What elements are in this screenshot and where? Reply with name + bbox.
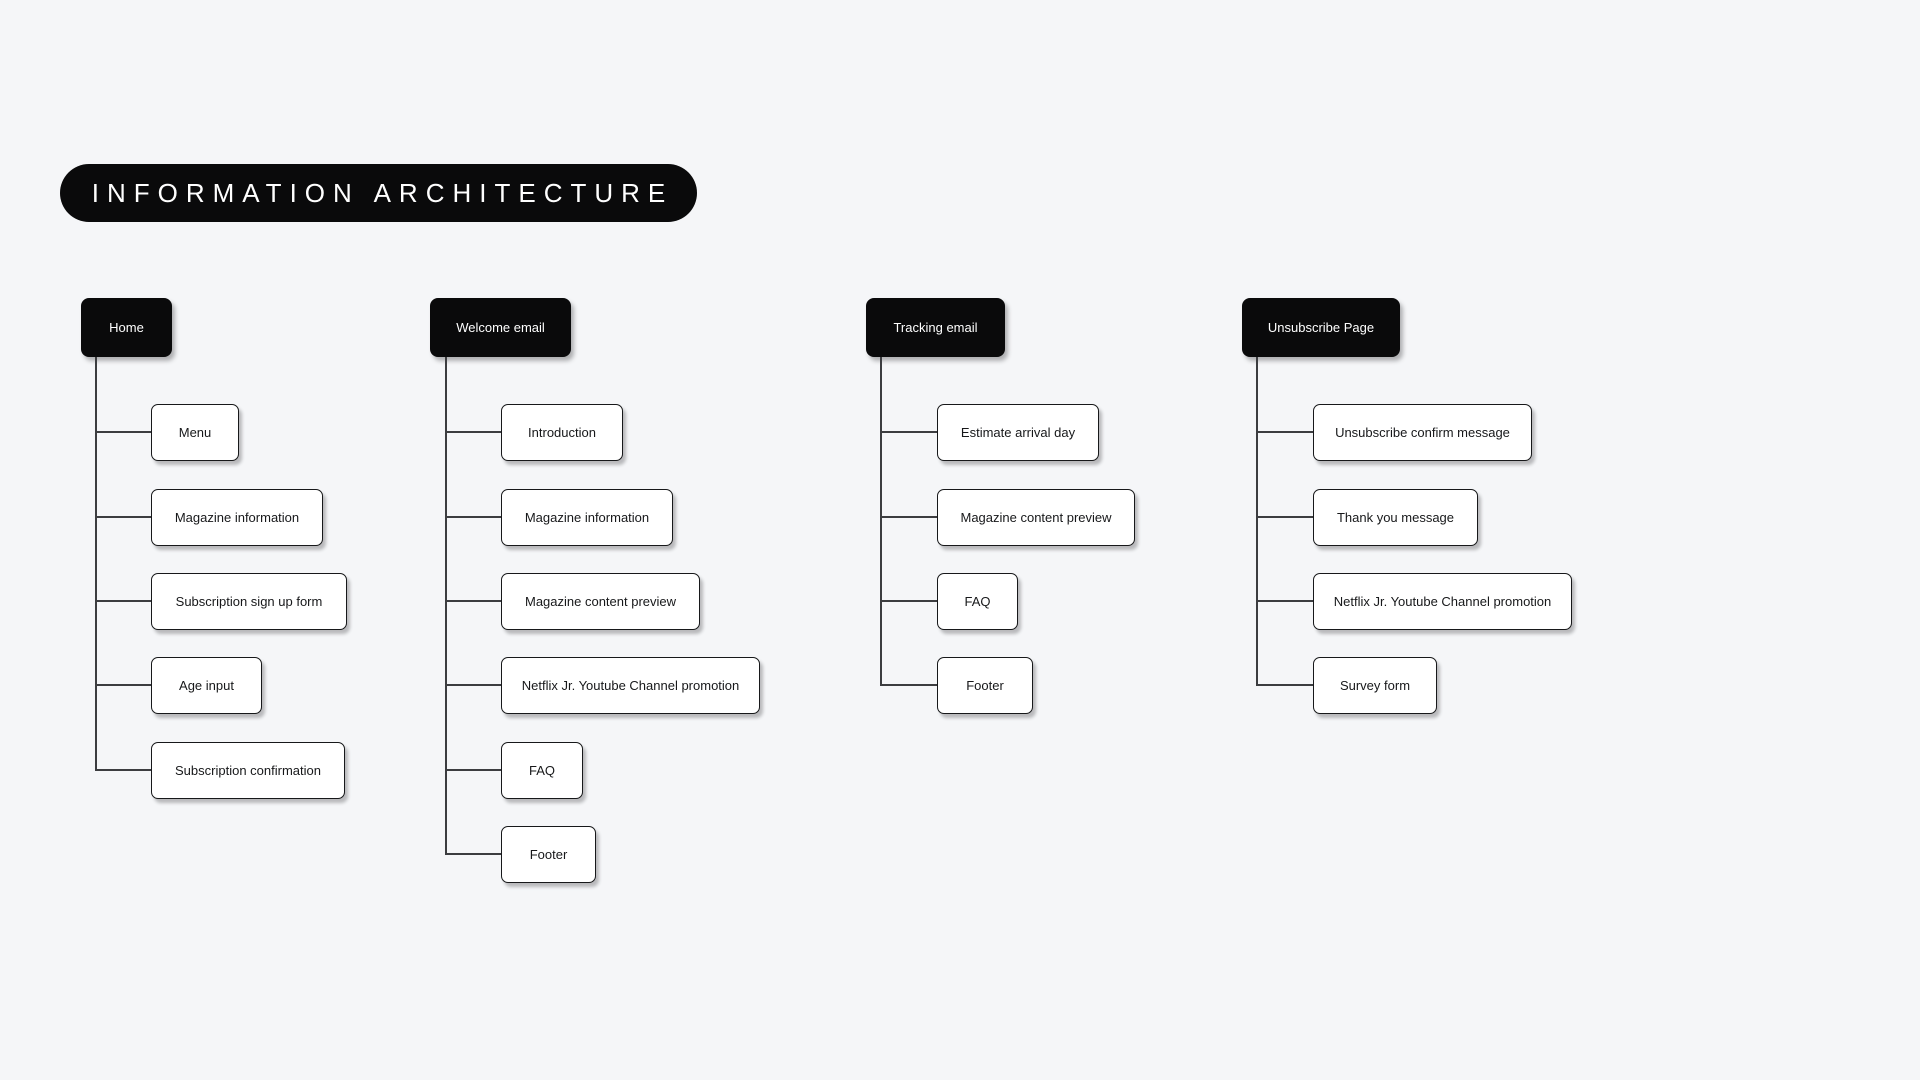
connector-trunk bbox=[95, 357, 97, 771]
node-magazine-content-preview: Magazine content preview bbox=[501, 573, 700, 630]
connector-line bbox=[1256, 431, 1313, 433]
connector-trunk bbox=[1256, 357, 1258, 686]
connector-line bbox=[880, 600, 937, 602]
node-estimate-arrival-day: Estimate arrival day bbox=[937, 404, 1099, 461]
connector-trunk bbox=[880, 357, 882, 686]
node-netflix-jr-youtube-channel-promotion: Netflix Jr. Youtube Channel promotion bbox=[1313, 573, 1572, 630]
node-menu: Menu bbox=[151, 404, 239, 461]
node-faq: FAQ bbox=[937, 573, 1018, 630]
root-node-unsubscribe-page: Unsubscribe Page bbox=[1242, 298, 1400, 357]
node-footer: Footer bbox=[937, 657, 1033, 714]
connector-line bbox=[445, 600, 501, 602]
connector-line bbox=[880, 684, 937, 686]
connector-line bbox=[95, 684, 152, 686]
connector-line bbox=[95, 600, 152, 602]
connector-line bbox=[445, 516, 501, 518]
node-netflix-jr-youtube-channel-promotion: Netflix Jr. Youtube Channel promotion bbox=[501, 657, 760, 714]
connector-line bbox=[880, 431, 937, 433]
node-survey-form: Survey form bbox=[1313, 657, 1437, 714]
page-title: INFORMATION ARCHITECTURE bbox=[60, 164, 697, 222]
connector-line bbox=[445, 769, 501, 771]
connector-line bbox=[1256, 684, 1313, 686]
connector-line bbox=[445, 684, 501, 686]
node-subscription-sign-up-form: Subscription sign up form bbox=[151, 573, 347, 630]
connector-line bbox=[1256, 516, 1313, 518]
node-magazine-information: Magazine information bbox=[151, 489, 323, 546]
node-magazine-content-preview: Magazine content preview bbox=[937, 489, 1135, 546]
node-age-input: Age input bbox=[151, 657, 262, 714]
node-footer: Footer bbox=[501, 826, 596, 883]
node-faq: FAQ bbox=[501, 742, 583, 799]
connector-line bbox=[95, 431, 152, 433]
root-node-home: Home bbox=[81, 298, 172, 357]
node-unsubscribe-confirm-message: Unsubscribe confirm message bbox=[1313, 404, 1532, 461]
connector-line bbox=[1256, 600, 1313, 602]
node-magazine-information: Magazine information bbox=[501, 489, 673, 546]
connector-trunk bbox=[445, 357, 447, 855]
connector-line bbox=[95, 516, 152, 518]
connector-line bbox=[95, 769, 152, 771]
node-introduction: Introduction bbox=[501, 404, 623, 461]
root-node-welcome-email: Welcome email bbox=[430, 298, 571, 357]
connector-line bbox=[445, 431, 501, 433]
node-subscription-confirmation: Subscription confirmation bbox=[151, 742, 345, 799]
connector-line bbox=[445, 853, 501, 855]
connector-line bbox=[880, 516, 937, 518]
node-thank-you-message: Thank you message bbox=[1313, 489, 1478, 546]
root-node-tracking-email: Tracking email bbox=[866, 298, 1005, 357]
